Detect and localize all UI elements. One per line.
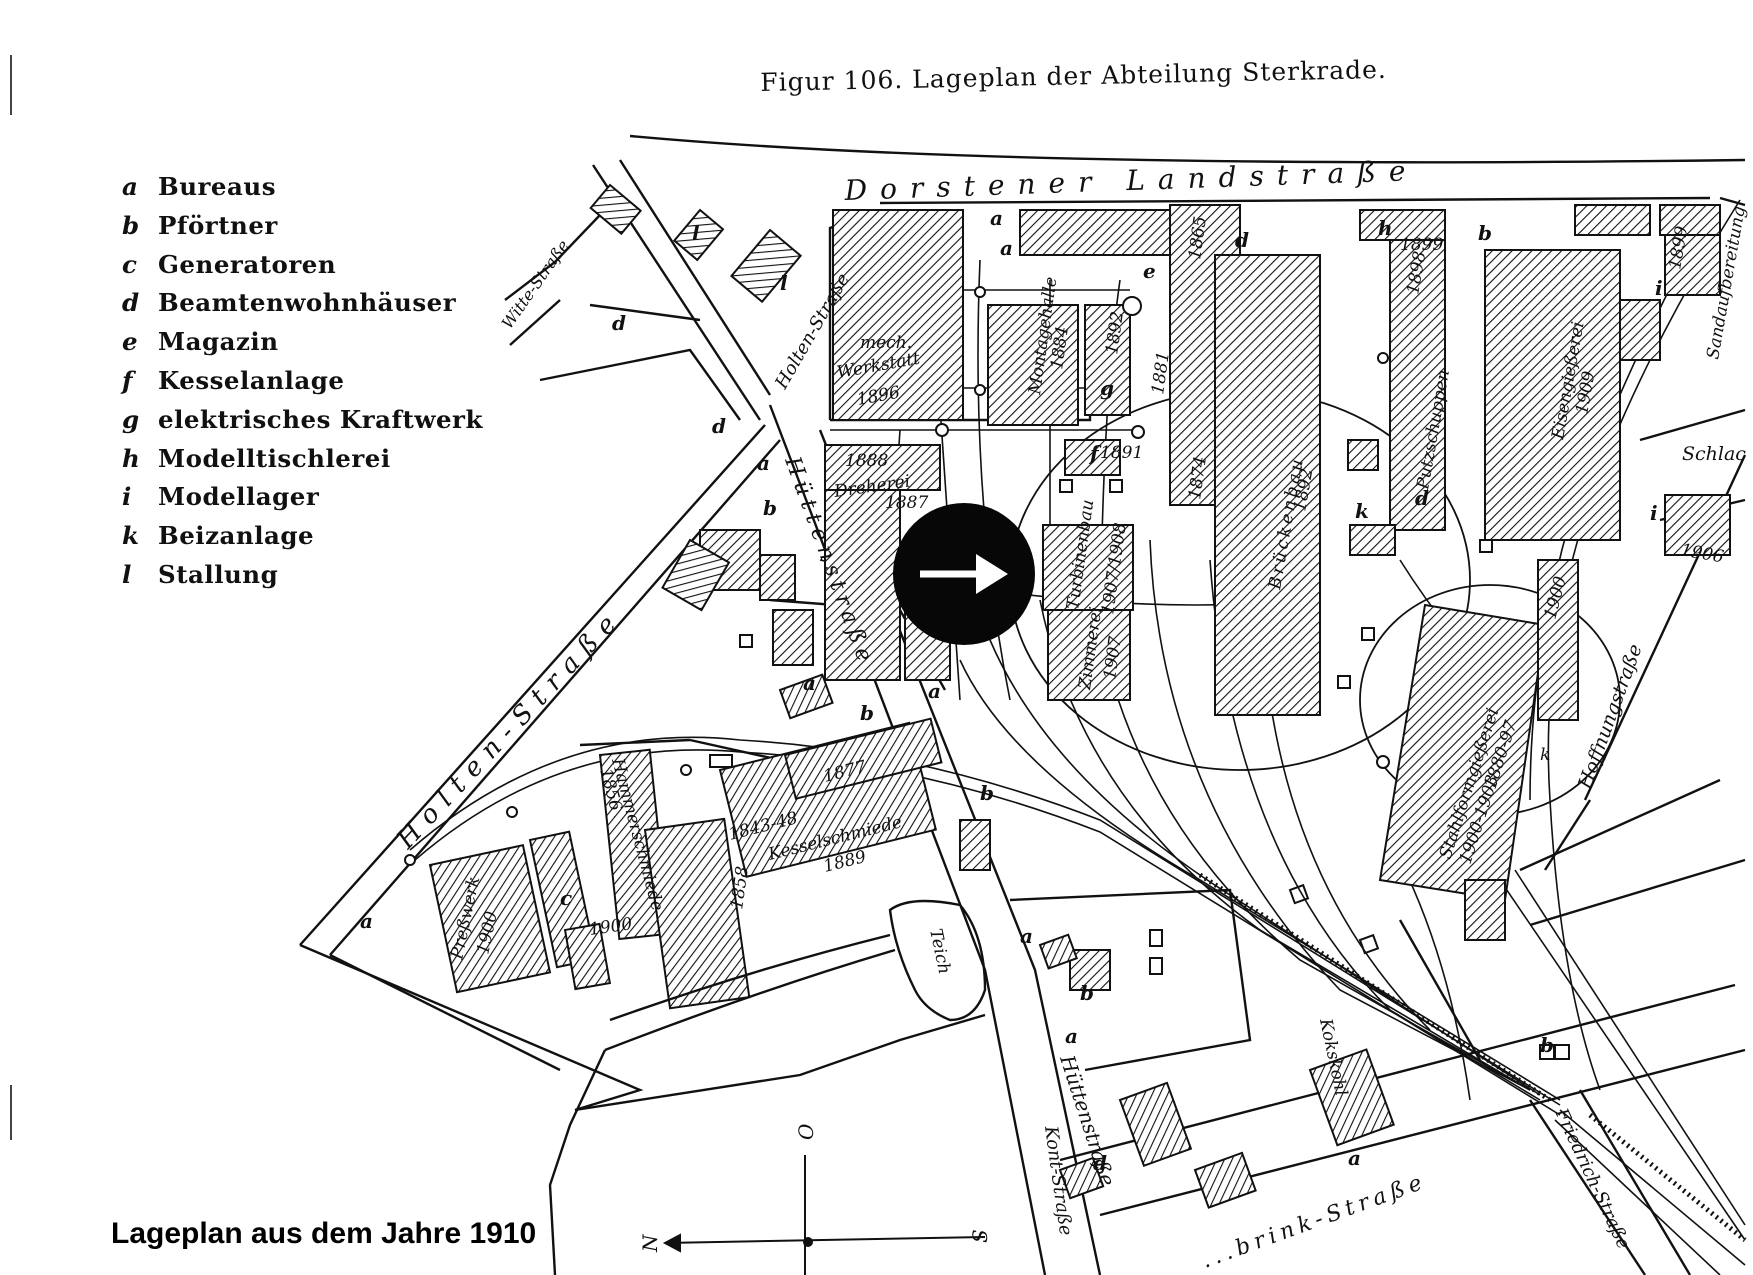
- label-year-1887: 1887: [885, 493, 928, 513]
- svg-text:l: l: [780, 271, 788, 295]
- label-dreherei-year: 1888: [845, 451, 888, 471]
- legend-key: i: [122, 482, 132, 512]
- scan-edge-mark: [10, 1085, 12, 1140]
- svg-text:i: i: [1655, 276, 1663, 300]
- year-caption: Lageplan aus dem Jahre 1910: [111, 1217, 537, 1250]
- legend-item: g elektrisches Kraftwerk: [122, 405, 483, 444]
- street-witte: Witte-Straße: [498, 236, 573, 332]
- svg-text:f: f: [1088, 441, 1102, 465]
- legend-item: e Magazin: [122, 327, 483, 366]
- legend-key: d: [122, 288, 140, 318]
- svg-text:g: g: [1100, 376, 1114, 400]
- compass-south-label: S: [968, 1229, 992, 1243]
- arrow-right-icon: [920, 554, 1008, 594]
- svg-text:a: a: [1000, 236, 1013, 260]
- legend-item: d Beamtenwohnhäuser: [122, 288, 483, 327]
- legend-label: Generatoren: [158, 249, 337, 279]
- svg-text:b: b: [763, 496, 777, 520]
- legend-label: Bureaus: [158, 172, 276, 201]
- svg-text:b: b: [860, 701, 874, 725]
- label-year-1891: 1891: [1100, 443, 1143, 463]
- compass-rose: [662, 1155, 986, 1275]
- legend-item: h Modelltischlerei: [122, 444, 483, 483]
- buildings: [428, 183, 1731, 1209]
- legend-key: e: [122, 327, 138, 357]
- label-teich: Teich: [925, 927, 954, 976]
- svg-text:a: a: [928, 679, 941, 703]
- svg-text:a: a: [1348, 1146, 1361, 1170]
- svg-text:a: a: [1065, 1024, 1078, 1048]
- svg-text:c: c: [560, 886, 572, 910]
- legend-label: Beamtenwohnhäuser: [158, 288, 457, 318]
- legend-item: l Stallung: [122, 560, 483, 599]
- legend-item: a Bureaus: [122, 172, 483, 211]
- legend-label: Stallung: [158, 559, 279, 589]
- compass-east-label: O: [794, 1124, 818, 1140]
- legend-label: Beizanlage: [158, 521, 315, 551]
- legend-key: h: [122, 443, 140, 473]
- legend-item: f Kesselanlage: [122, 366, 483, 405]
- label-k: k: [1540, 745, 1550, 765]
- svg-text:d: d: [612, 311, 626, 335]
- svg-text:b: b: [1478, 221, 1492, 245]
- svg-text:e: e: [1143, 259, 1156, 283]
- svg-text:d: d: [1415, 486, 1429, 510]
- label-mech: mech.: [860, 333, 912, 353]
- next-button[interactable]: [893, 503, 1035, 645]
- svg-text:l: l: [692, 221, 700, 245]
- legend-key: b: [122, 210, 140, 240]
- svg-text:d: d: [1093, 1151, 1107, 1175]
- teich-pond: [604, 899, 987, 1052]
- legend-item: i Modellager: [122, 482, 483, 521]
- legend-key: a: [122, 172, 138, 201]
- legend-label: Modellager: [158, 482, 320, 512]
- legend-label: elektrisches Kraftwerk: [158, 404, 483, 434]
- legend-label: Magazin: [158, 327, 279, 357]
- label-h-year: 1899: [1400, 235, 1443, 255]
- legend-item: b Pförtner: [122, 211, 483, 250]
- legend-label: Modelltischlerei: [158, 443, 391, 473]
- legend-key: c: [122, 249, 137, 279]
- legend-item: k Beizanlage: [122, 521, 483, 560]
- svg-text:b: b: [980, 781, 994, 805]
- svg-text:i: i: [1650, 501, 1658, 525]
- legend-label: Kesselanlage: [158, 365, 345, 395]
- legend-key: k: [122, 521, 139, 551]
- scan-edge-mark: [10, 55, 12, 115]
- street-schlac: Schlac: [1682, 443, 1746, 465]
- map-key-letters: a a d h b e g f k d i i a b a a b d d l …: [360, 206, 1663, 1175]
- small-structures: [709, 479, 1570, 1060]
- svg-text:a: a: [990, 206, 1003, 230]
- svg-text:k: k: [1355, 499, 1369, 523]
- track-junctions: [404, 286, 1390, 866]
- legend-item: c Generatoren: [122, 250, 483, 289]
- legend-label: Pförtner: [158, 210, 278, 240]
- svg-text:a: a: [1020, 924, 1033, 948]
- street-hoffnung: Hoffnungstraße: [1574, 641, 1647, 792]
- street-dorstener: Dorstener Landstraße: [843, 154, 1419, 207]
- legend: a Bureaus b Pförtner c Generatoren d Beamten…: [122, 172, 483, 599]
- legend-key: g: [122, 404, 140, 434]
- compass-north-label: N: [638, 1233, 662, 1253]
- svg-text:d: d: [712, 414, 726, 438]
- legend-key: f: [122, 365, 133, 395]
- svg-text:a: a: [803, 671, 816, 695]
- street-friedrich: Friedrich-Straße: [1550, 1104, 1634, 1252]
- svg-text:h: h: [1378, 216, 1393, 240]
- svg-text:b: b: [1540, 1033, 1554, 1057]
- svg-text:a: a: [757, 451, 770, 475]
- svg-text:d: d: [1235, 228, 1249, 252]
- legend-key: l: [122, 559, 132, 589]
- svg-text:b: b: [1080, 981, 1094, 1005]
- svg-text:a: a: [360, 909, 373, 933]
